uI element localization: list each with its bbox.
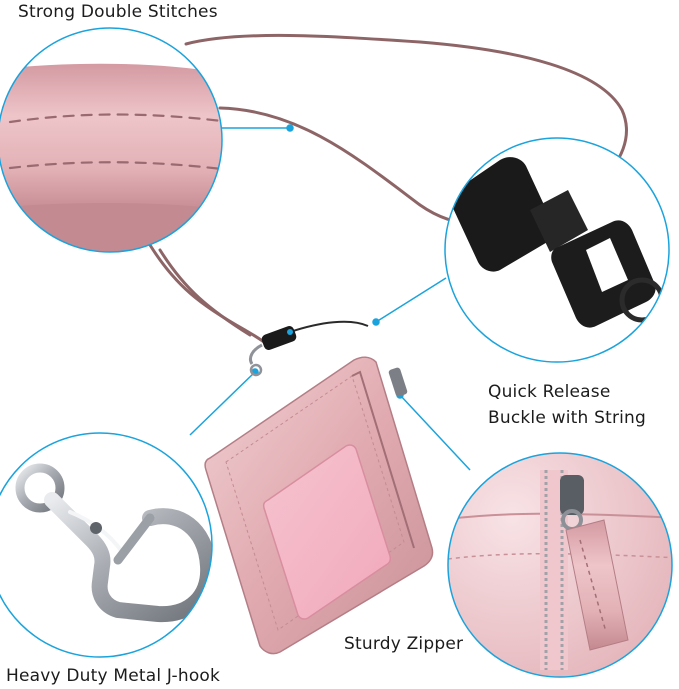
callout-metal-j-hook — [0, 432, 213, 658]
callout-quick-release-buckle — [444, 137, 670, 363]
lanyard-clip — [248, 320, 369, 377]
label-strong-double-stitches: Strong Double Stitches — [18, 2, 218, 22]
card-holder — [204, 356, 434, 655]
label-buckle-with-string: Buckle with String — [488, 408, 647, 428]
callout-connectors — [189, 124, 471, 471]
callout-double-stitches — [0, 27, 223, 253]
callout-sturdy-zipper — [447, 452, 673, 678]
label-heavy-duty-metal-j-hook: Heavy Duty Metal J-hook — [6, 666, 221, 686]
label-sturdy-zipper: Sturdy Zipper — [344, 634, 464, 654]
label-quick-release: Quick Release — [488, 382, 611, 402]
